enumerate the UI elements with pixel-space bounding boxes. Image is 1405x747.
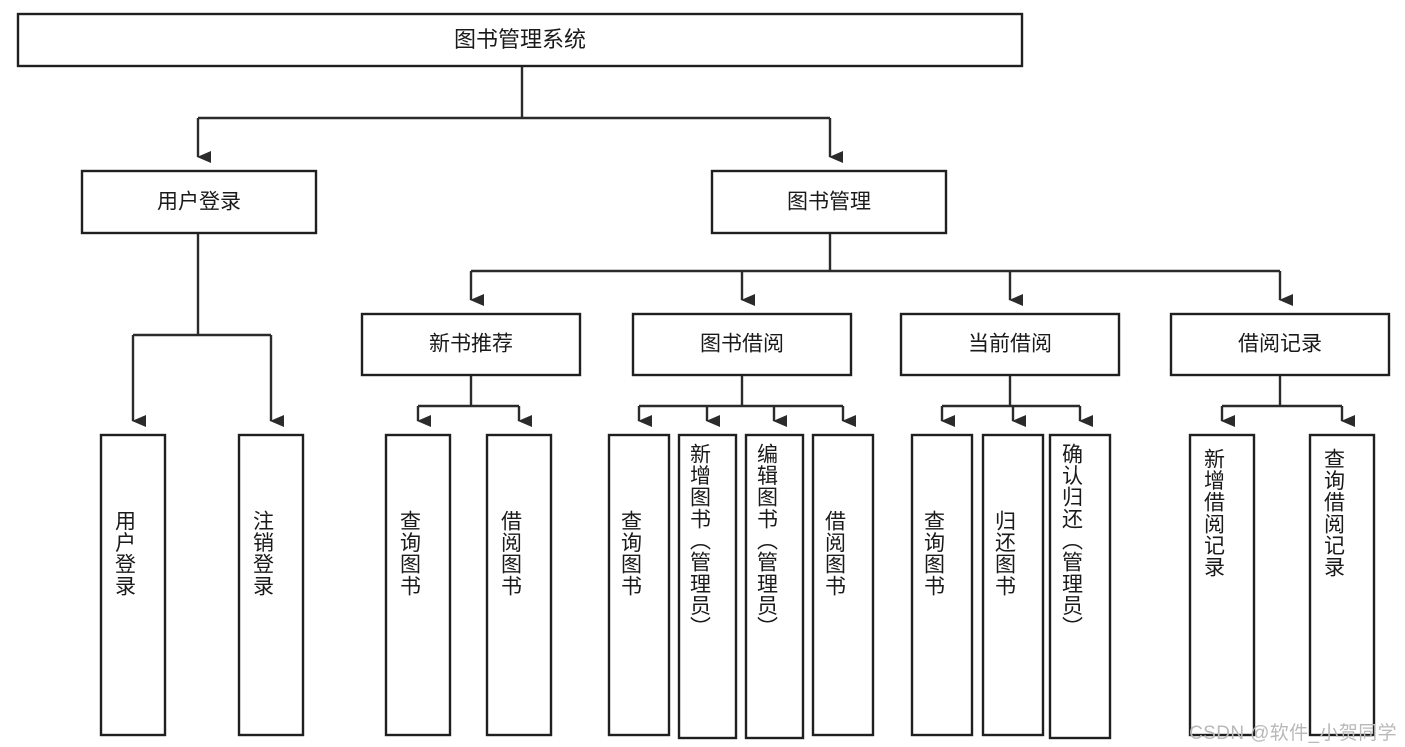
node-borrow-record-label: 借阅记录 <box>1238 333 1322 356</box>
node-book-management-rect[interactable] <box>710 169 948 235</box>
csdn-watermark: CSDN @软件_小贺同学 <box>1189 723 1397 744</box>
leaf-rect-query-book-2[interactable] <box>607 433 671 737</box>
leaf-nodes <box>99 433 1376 740</box>
node-user-login-rect[interactable] <box>80 169 318 235</box>
leaf-rect-logout[interactable] <box>237 433 305 737</box>
leaf-rect-query-book-3[interactable] <box>910 433 974 737</box>
node-user-login[interactable]: 用户登录 <box>80 169 318 235</box>
node-user-login-label: 用户登录 <box>157 191 241 214</box>
leaf-rect-query-borrow-record[interactable] <box>1308 433 1376 737</box>
node-book-management-label: 图书管理 <box>787 191 871 214</box>
node-borrow-record-rect[interactable] <box>1169 312 1391 377</box>
leaf-rect-query-book-1[interactable] <box>384 433 452 737</box>
node-borrow-record[interactable]: 借阅记录 <box>1169 312 1391 377</box>
leaf-rect-borrow-book-2[interactable] <box>811 433 875 737</box>
node-book-management[interactable]: 图书管理 <box>710 169 948 235</box>
node-new-book-recommend-rect[interactable] <box>360 312 582 377</box>
node-current-borrow-rect[interactable] <box>899 312 1121 377</box>
leaf-rect-add-borrow-record[interactable] <box>1188 433 1256 737</box>
node-root[interactable]: 图书管理系统 <box>16 12 1024 68</box>
node-new-book-recommend-label: 新书推荐 <box>429 333 513 356</box>
node-root-rect[interactable] <box>16 12 1024 68</box>
node-root-label: 图书管理系统 <box>454 27 586 52</box>
node-new-book-recommend[interactable]: 新书推荐 <box>360 312 582 377</box>
leaf-rect-user-login[interactable] <box>99 433 167 737</box>
leaf-rect-confirm-return-admin[interactable] <box>1048 433 1112 740</box>
leaf-rect-edit-book-admin[interactable] <box>744 433 805 740</box>
node-current-borrow-label: 当前借阅 <box>968 333 1052 356</box>
node-book-borrow-rect[interactable] <box>631 312 853 377</box>
leaf-rect-return-book[interactable] <box>981 433 1045 737</box>
node-book-borrow[interactable]: 图书借阅 <box>631 312 853 377</box>
node-book-borrow-label: 图书借阅 <box>700 333 784 356</box>
leaf-rect-add-book-admin[interactable] <box>677 433 738 740</box>
leaf-rect-borrow-book-1[interactable] <box>485 433 553 737</box>
connectors <box>131 66 1355 427</box>
node-current-borrow[interactable]: 当前借阅 <box>899 312 1121 377</box>
